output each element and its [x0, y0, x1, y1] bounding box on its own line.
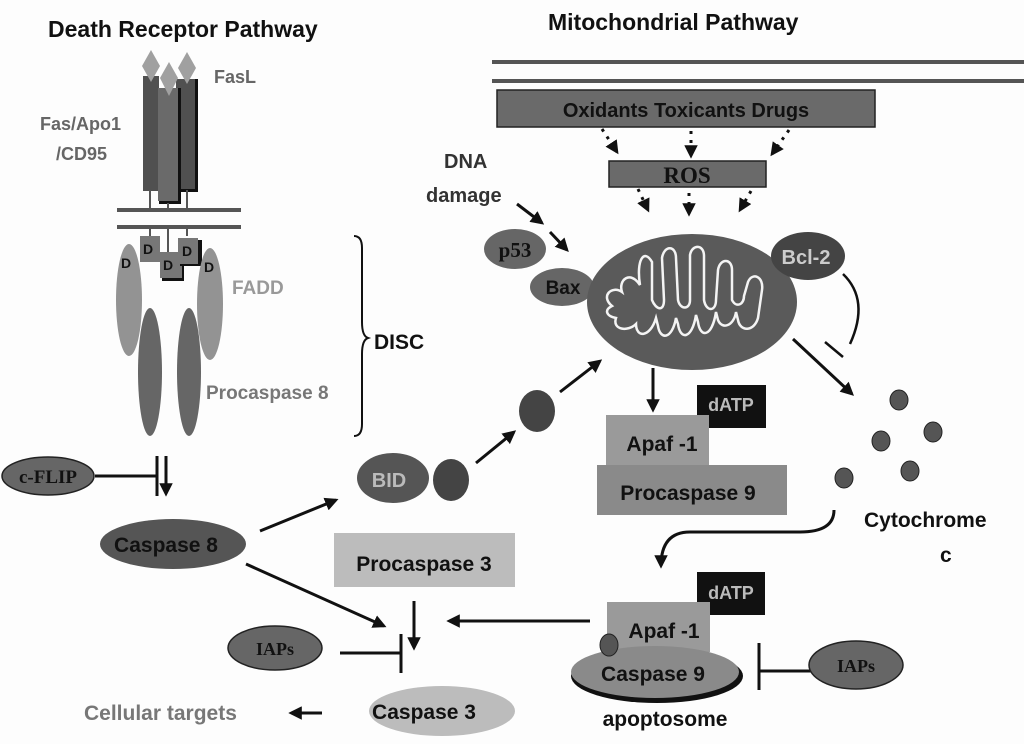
bid-node: [357, 453, 429, 503]
caspase8-label: Caspase 8: [114, 534, 218, 557]
stressor-to-ros-arrows: [600, 128, 791, 159]
disc-label: DISC: [374, 331, 424, 354]
caspase8-to-caspase3-arrow: [245, 562, 387, 628]
death-domains: [140, 229, 202, 281]
mitochondrion: [587, 234, 797, 370]
ros-box: [608, 160, 767, 188]
cytochrome-c-molecules: [834, 389, 943, 489]
datp-label-apoptosome: dATP: [708, 583, 754, 603]
caspase3-node: [369, 686, 515, 736]
cflip-label: c-FLIP: [19, 467, 77, 488]
procaspase3-label: Procaspase 3: [356, 553, 491, 576]
iaps-label-right: IAPs: [837, 656, 875, 676]
caspase9-node: [571, 646, 739, 698]
dna-damage-label-line2: damage: [426, 185, 502, 207]
mitochondrion-cristae: [605, 245, 764, 337]
iaps-node-right: [808, 640, 904, 690]
fas-receptor-label-line2: /CD95: [56, 144, 107, 164]
fas-receptor: [143, 76, 198, 209]
svg-text:D: D: [121, 255, 131, 271]
bcl2-node: [771, 232, 845, 280]
bcl2-inhibition-bar: [824, 341, 844, 358]
cflip-node: [1, 456, 95, 496]
disc-brace: [353, 235, 372, 437]
p53-node: [484, 229, 546, 269]
bid-label: BID: [372, 470, 406, 492]
cell-membrane-right: [492, 60, 1024, 83]
datp-label-top: dATP: [708, 395, 754, 415]
bcl2-label: Bcl-2: [782, 247, 831, 269]
cellular-targets-label: Cellular targets: [84, 702, 237, 725]
procaspase8-label: Procaspase 8: [206, 383, 329, 404]
fas-receptor-label-line1: Fas/Apo1: [40, 114, 121, 134]
p53-label: p53: [499, 238, 532, 262]
svg-text:D: D: [163, 257, 173, 273]
bid-to-tbid-arrow: [475, 430, 517, 465]
bcl2-inhibition-curve: [842, 273, 860, 345]
cytochrome-c-label-line2: c: [940, 544, 952, 567]
iaps-node-left: [227, 625, 323, 671]
apaf1-box-top: [606, 415, 709, 466]
death-domain-letters: D D D D D: [121, 241, 214, 275]
stressors-box: [496, 89, 876, 128]
ros-label: ROS: [663, 163, 710, 188]
bid-fragment: [433, 459, 469, 501]
procaspase8-right: [177, 308, 201, 436]
svg-text:D: D: [204, 259, 214, 275]
procaspase3-box: [334, 533, 515, 587]
caspase8-node: [100, 519, 246, 569]
apoptosome-label: apoptosome: [603, 708, 728, 731]
procaspase9-label: Procaspase 9: [620, 482, 755, 505]
fasl-label: FasL: [214, 67, 256, 87]
stressors-label: Oxidants Toxicants Drugs: [563, 100, 809, 122]
caspase8-to-bid-arrow: [259, 497, 339, 533]
apaf1-box-apoptosome: [607, 602, 710, 652]
cytochrome-c-label-line1: Cytochrome: [864, 509, 987, 532]
apaf1-label-top: Apaf -1: [626, 433, 697, 456]
tbid-node: [519, 390, 555, 432]
dna-damage-to-p53-arrow: [516, 202, 545, 225]
svg-text:D: D: [143, 241, 153, 257]
procaspase9-box: [597, 465, 787, 515]
bax-label: Bax: [546, 278, 581, 299]
dna-damage-label-line1: DNA: [444, 151, 487, 173]
fadd-right: [197, 248, 223, 360]
cytochrome-c-bound: [599, 633, 619, 657]
apaf1-label-apoptosome: Apaf -1: [628, 620, 699, 643]
tbid-to-mitochondria-arrow: [559, 359, 603, 394]
procaspase8-left: [138, 308, 162, 436]
cell-membrane-left: [117, 208, 241, 229]
caspase3-label: Caspase 3: [372, 701, 476, 724]
ros-to-mitochondria-arrows: [636, 188, 753, 217]
bax-node: [530, 268, 594, 306]
iaps-label-left: IAPs: [256, 639, 294, 659]
cytochrome-to-apoptosome-arrow: [654, 509, 836, 569]
mitochondrial-title: Mitochondrial Pathway: [548, 9, 799, 35]
fasl-ligand-diamonds: [142, 50, 196, 96]
dna-damage-to-bax-arrow: [548, 230, 569, 252]
fadd-left: [116, 244, 142, 356]
death-receptor-title: Death Receptor Pathway: [48, 16, 318, 42]
svg-text:D: D: [182, 243, 192, 259]
mitochondria-to-cytochrome-arrow: [791, 337, 854, 396]
caspase9-label: Caspase 9: [601, 663, 705, 686]
fadd-label: FADD: [232, 278, 284, 299]
